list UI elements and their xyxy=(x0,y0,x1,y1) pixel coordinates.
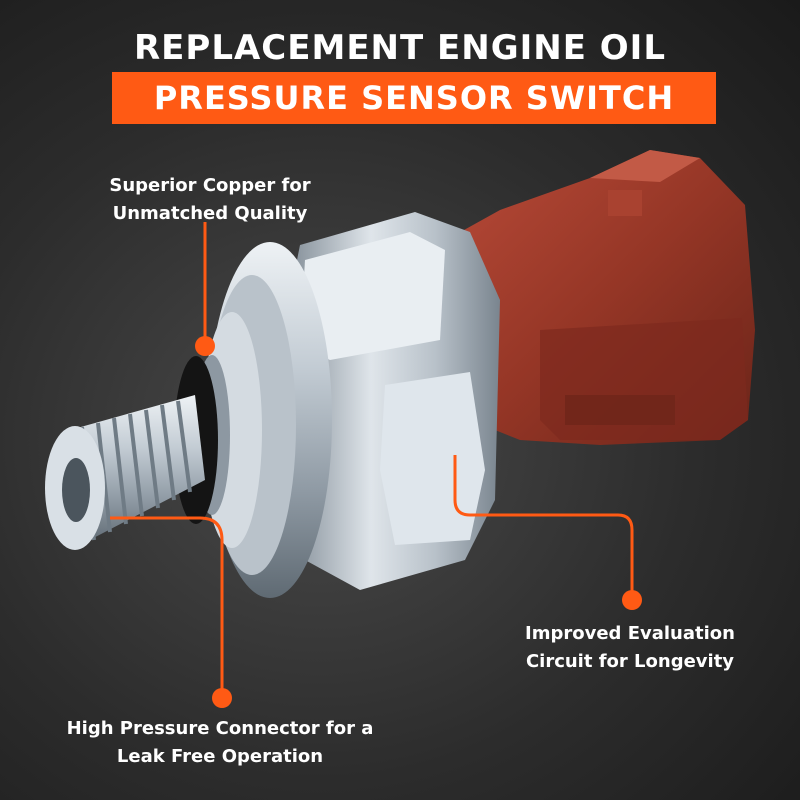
connector-housing xyxy=(455,150,755,445)
callout-copper-line1: Superior Copper for xyxy=(109,175,311,196)
hex-body xyxy=(285,212,500,590)
callout-dot-connector xyxy=(212,688,232,708)
callout-circuit-line1: Improved Evaluation xyxy=(525,623,735,644)
callout-connector: High Pressure Connector for a Leak Free … xyxy=(20,715,420,771)
banner-text: PRESSURE SENSOR SWITCH xyxy=(153,79,675,117)
callout-copper: Superior Copper for Unmatched Quality xyxy=(60,172,360,228)
callout-dot-circuit xyxy=(622,590,642,610)
callout-circuit-line2: Circuit for Longevity xyxy=(525,651,735,672)
callout-connector-line2: Leak Free Operation xyxy=(116,746,324,767)
callout-line-circuit xyxy=(453,455,634,598)
callout-line-connector xyxy=(110,516,224,695)
threaded-shaft xyxy=(45,395,205,550)
callout-circuit: Improved Evaluation Circuit for Longevit… xyxy=(470,620,790,676)
title-banner: PRESSURE SENSOR SWITCH xyxy=(112,72,716,124)
callout-dot-copper xyxy=(195,336,215,356)
callout-copper-line2: Unmatched Quality xyxy=(112,203,308,224)
page-title: REPLACEMENT ENGINE OIL xyxy=(134,28,666,68)
callout-connector-line1: High Pressure Connector for a xyxy=(66,718,374,739)
